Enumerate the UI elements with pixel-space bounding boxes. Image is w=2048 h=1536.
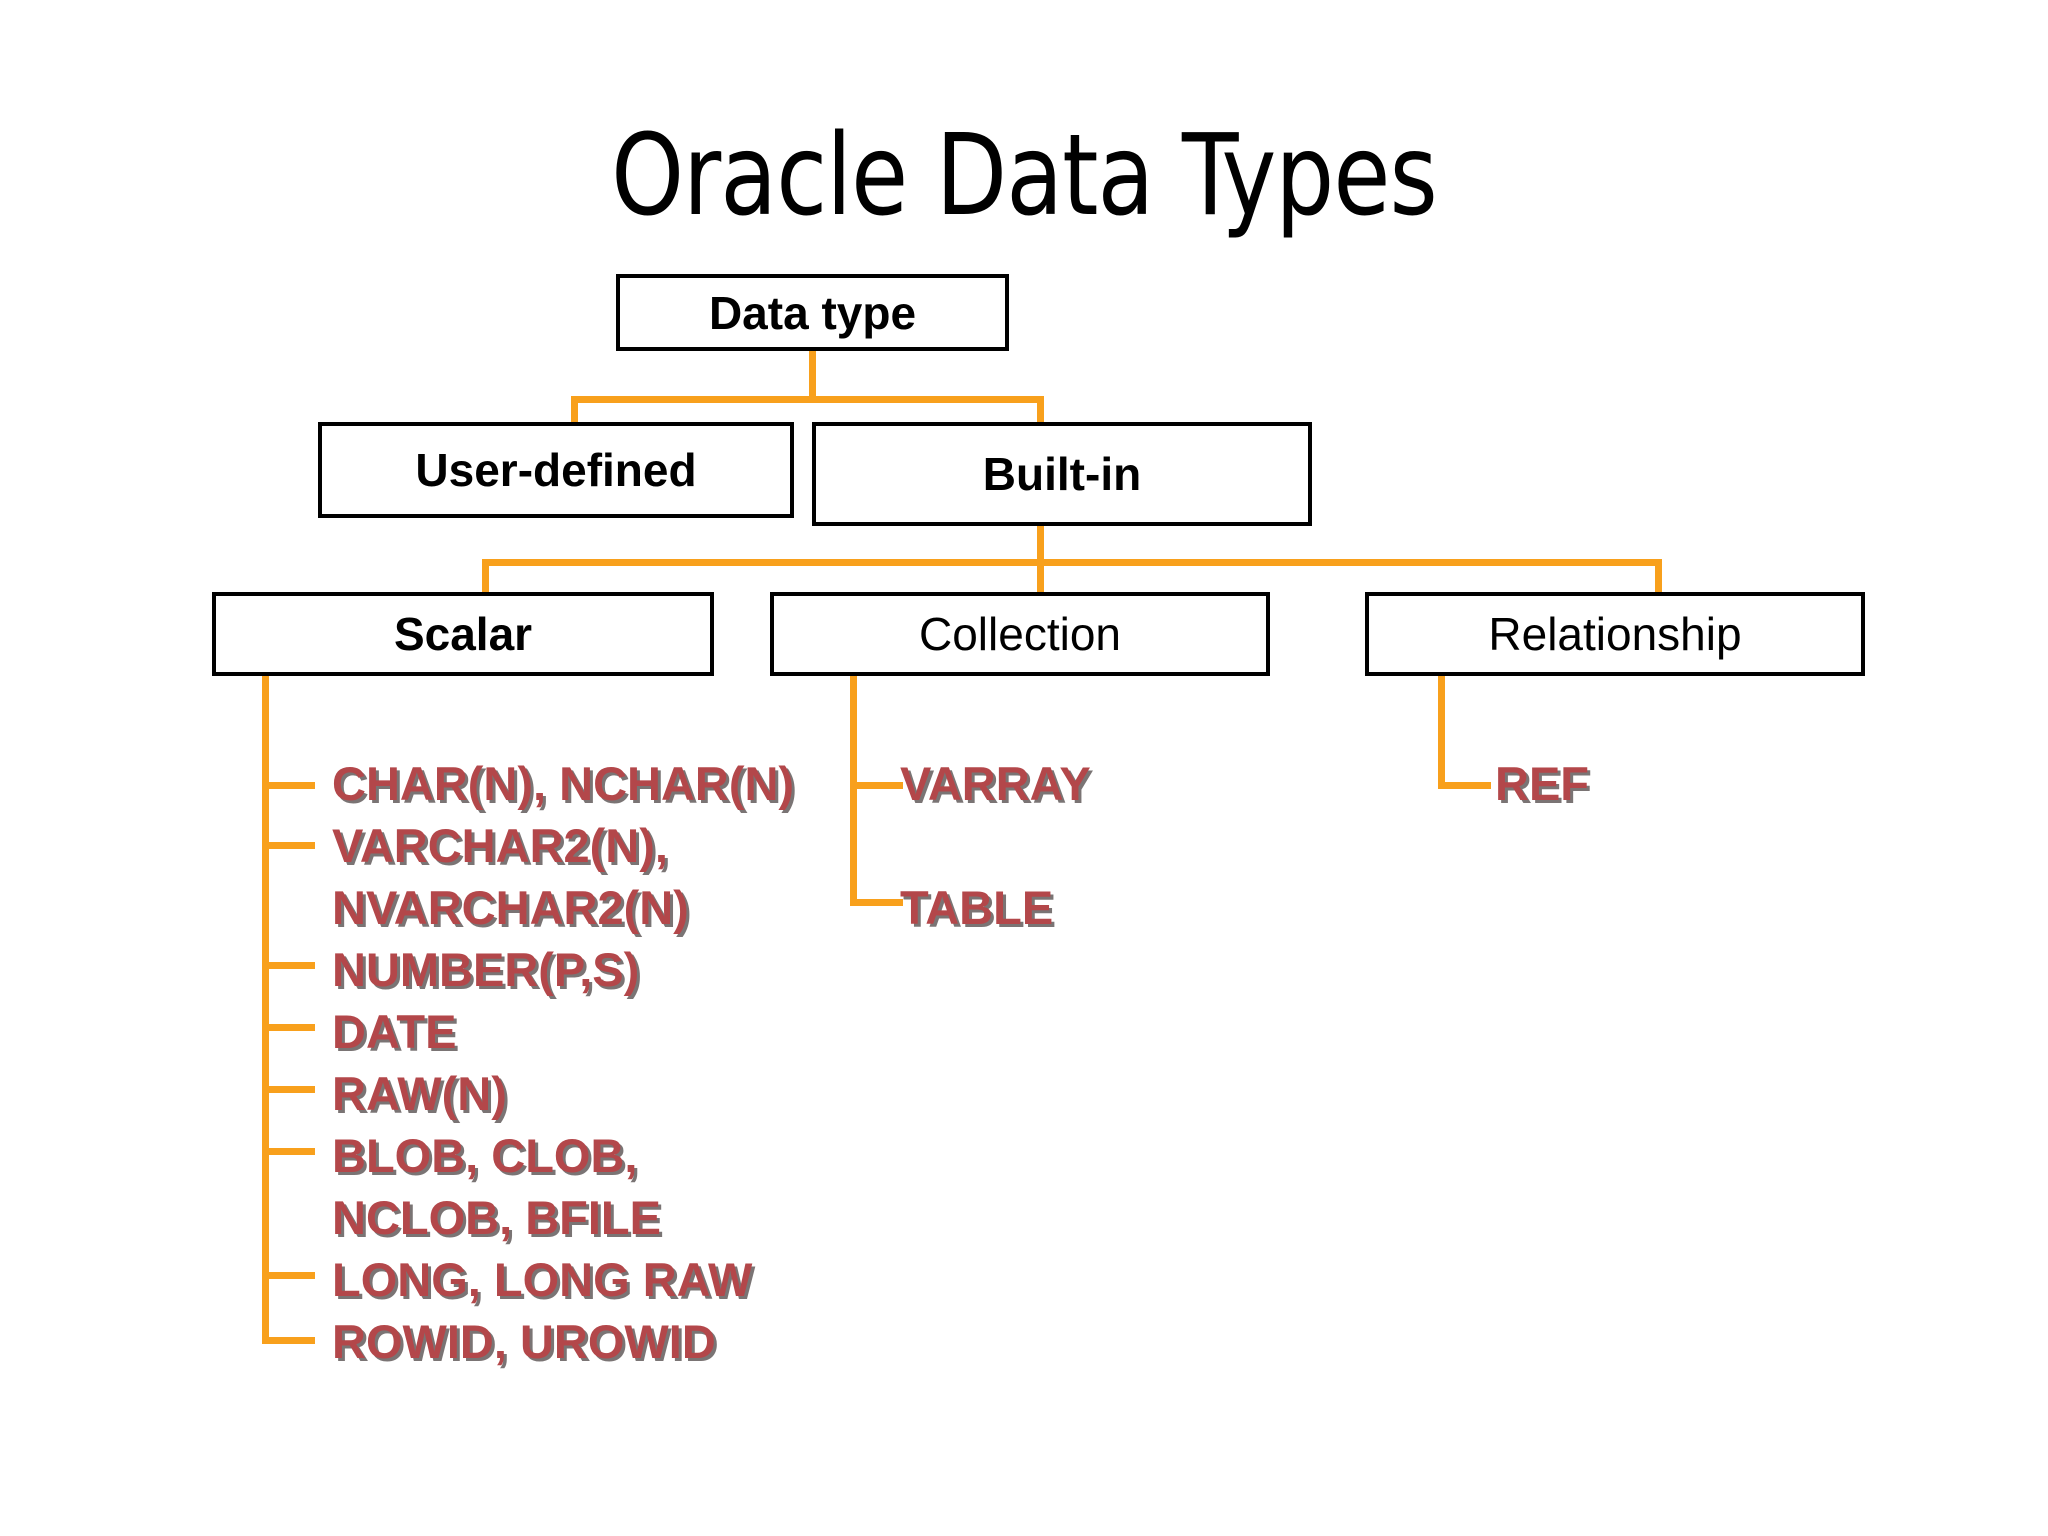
leaf-number: NUMBER(P,S) xyxy=(332,943,640,996)
node-built-in[interactable]: Built-in xyxy=(812,422,1312,526)
connector-level3-bus xyxy=(482,559,1662,566)
leaf-blob-clob: BLOB, CLOB, xyxy=(332,1129,638,1182)
leaf-varchar2: VARCHAR2(N), xyxy=(332,819,668,872)
relationship-leaf-spine xyxy=(1438,676,1445,789)
leaf-raw: RAW(N) xyxy=(332,1067,507,1120)
scalar-leaf-tick-5 xyxy=(269,1086,315,1093)
node-user-defined[interactable]: User-defined xyxy=(318,422,794,518)
connector-to-relationship xyxy=(1655,559,1662,594)
scalar-leaf-tick-2 xyxy=(269,842,315,849)
node-scalar[interactable]: Scalar xyxy=(212,592,714,676)
relationship-leaf-tick-1 xyxy=(1445,782,1491,789)
node-relationship[interactable]: Relationship xyxy=(1365,592,1865,676)
scalar-leaf-spine xyxy=(262,676,269,1344)
connector-to-user-defined xyxy=(571,396,578,426)
leaf-varray: VARRAY xyxy=(900,757,1091,810)
connector-builtin-down xyxy=(1037,526,1044,562)
node-data-type[interactable]: Data type xyxy=(616,274,1009,351)
connector-to-built-in xyxy=(1037,396,1044,426)
leaf-rowid: ROWID, UROWID xyxy=(332,1315,716,1368)
leaf-table: TABLE xyxy=(900,881,1054,934)
connector-root-down xyxy=(809,351,816,399)
node-data-type-label: Data type xyxy=(708,286,917,339)
node-scalar-label: Scalar xyxy=(393,608,533,660)
connector-to-collection xyxy=(1037,559,1044,594)
node-collection[interactable]: Collection xyxy=(770,592,1270,676)
node-collection-label: Collection xyxy=(919,608,1121,660)
leaf-long: LONG, LONG RAW xyxy=(332,1253,753,1306)
leaf-date: DATE xyxy=(332,1005,457,1058)
node-relationship-label: Relationship xyxy=(1488,608,1742,660)
scalar-leaf-tick-1 xyxy=(269,782,315,789)
collection-leaf-tick-2 xyxy=(857,899,903,906)
leaf-ref: REF xyxy=(1495,757,1589,810)
node-user-defined-label: User-defined xyxy=(415,444,697,496)
page-title: Oracle Data Types xyxy=(611,111,1438,241)
node-built-in-label: Built-in xyxy=(982,448,1142,500)
scalar-leaf-tick-4 xyxy=(269,1024,315,1031)
collection-leaf-tick-1 xyxy=(857,782,903,789)
scalar-leaf-tick-6 xyxy=(269,1148,315,1155)
collection-leaf-spine xyxy=(850,676,857,906)
leaf-char: CHAR(N), NCHAR(N) xyxy=(332,757,795,810)
leaf-nclob-bfile: NCLOB, BFILE xyxy=(332,1191,661,1244)
leaf-nvarchar2: NVARCHAR2(N) xyxy=(332,881,689,934)
connector-to-scalar xyxy=(482,559,489,594)
scalar-leaf-tick-7 xyxy=(269,1272,315,1279)
connector-level2-bus xyxy=(571,396,1044,403)
scalar-leaf-tick-3 xyxy=(269,962,315,969)
scalar-leaf-tick-8 xyxy=(269,1337,315,1344)
